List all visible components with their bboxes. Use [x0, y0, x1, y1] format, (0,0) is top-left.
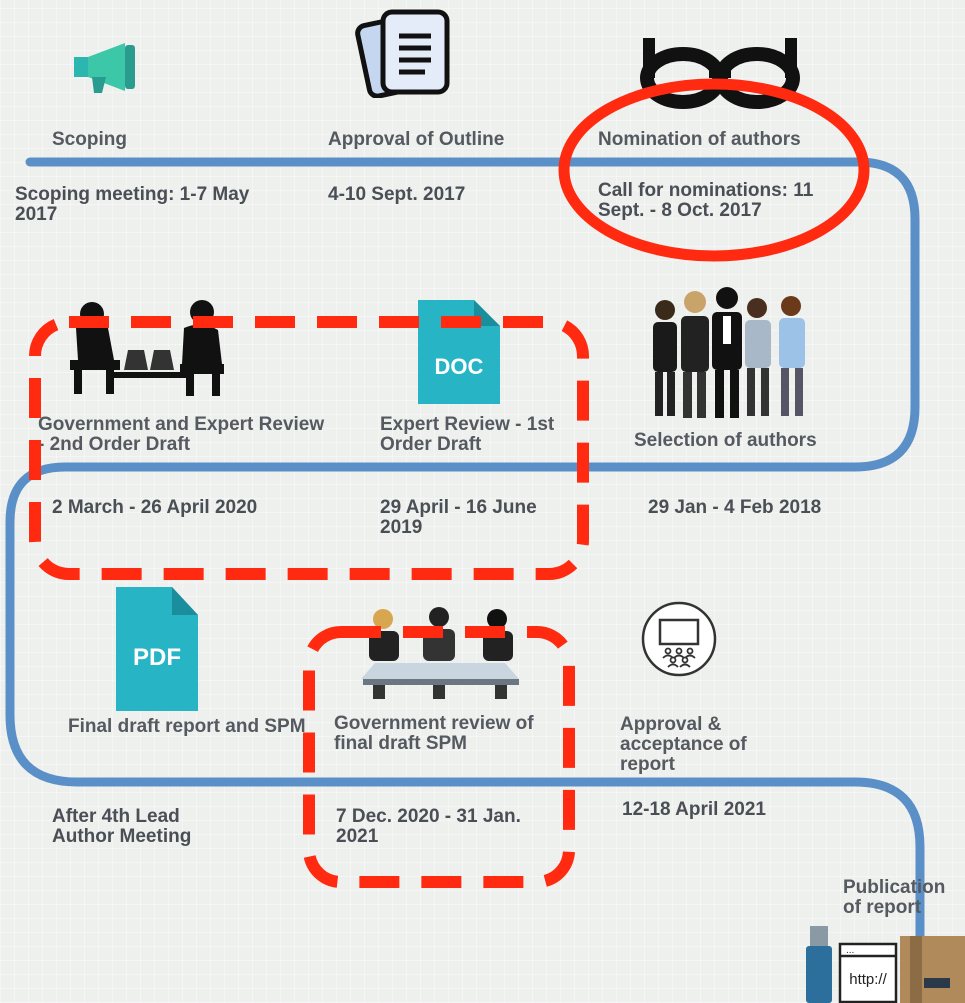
outline-date: 4-10 Sept. 2017 — [328, 184, 466, 205]
selection-title: Selection of authors — [634, 430, 817, 451]
gov-review-title: Government review of final draft SPM — [334, 713, 534, 754]
doc-icon-text: DOC — [435, 354, 484, 379]
pdf-icon-text: PDF — [133, 644, 181, 671]
path-line — [5, 157, 925, 1003]
document-stack-icon — [355, 9, 450, 98]
highlight-ellipse — [558, 78, 870, 262]
presentation-audience-icon — [641, 601, 717, 677]
usb-browser-box-icon: ... http:// — [806, 926, 965, 1003]
selection-date: 29 Jan - 4 Feb 2018 — [648, 497, 822, 518]
glasses-icon — [640, 38, 800, 109]
expert-review-date: 29 April - 16 June 2019 — [380, 497, 537, 538]
doc-file-icon: DOC — [418, 300, 500, 404]
approval-date: 12-18 April 2021 — [622, 799, 766, 820]
gov-expert-review-date: 2 March - 26 April 2020 — [52, 497, 258, 518]
url-text: http:// — [849, 971, 887, 988]
meeting-people-icon — [70, 300, 224, 396]
final-draft-date: After 4th Lead Author Meeting — [52, 806, 192, 847]
nomination-date: Call for nominations: 11 Sept. - 8 Oct. … — [598, 180, 814, 221]
megaphone-icon — [74, 43, 135, 93]
scoping-title: Scoping — [52, 129, 127, 150]
scoping-date: Scoping meeting: 1-7 May 2017 — [15, 184, 250, 225]
final-draft-title: Final draft report and SPM — [68, 716, 306, 737]
people-group-icon — [653, 287, 805, 418]
approval-title: Approval & acceptance of report — [620, 714, 747, 775]
gov-expert-review-title: Government and Expert Review - 2nd Order… — [38, 414, 325, 455]
nomination-title: Nomination of authors — [598, 129, 801, 150]
outline-title: Approval of Outline — [328, 129, 505, 150]
highlight-dashed-box-review — [29, 316, 589, 580]
gov-review-date: 7 Dec. 2020 - 31 Jan. 2021 — [336, 806, 521, 847]
svg-text:...: ... — [846, 945, 854, 956]
publication-title: Publication of report — [843, 877, 946, 918]
expert-review-title: Expert Review - 1st Order Draft — [380, 414, 555, 455]
pdf-file-icon: PDF — [116, 587, 198, 711]
highlight-dashed-box-gov-review — [303, 626, 575, 888]
